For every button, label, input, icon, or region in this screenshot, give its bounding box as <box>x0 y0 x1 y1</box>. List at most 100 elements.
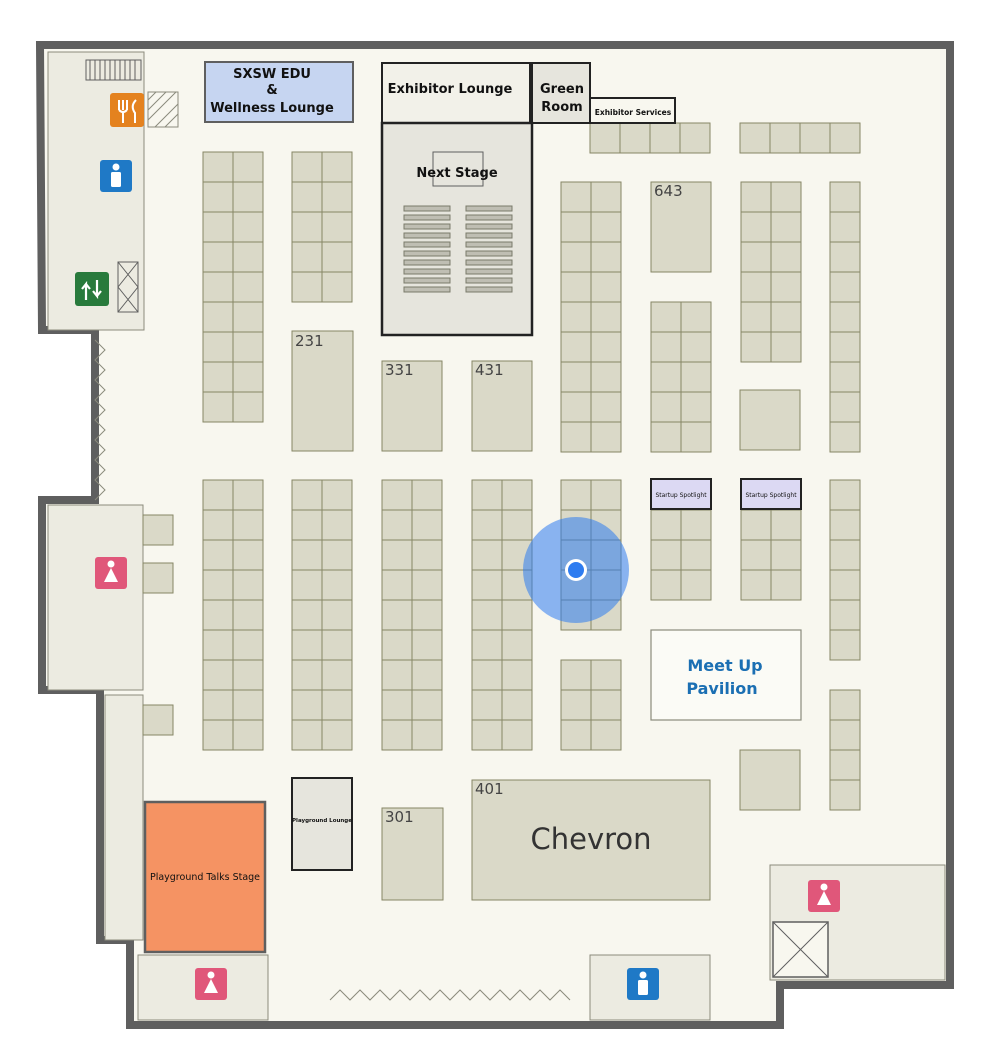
booth[interactable] <box>501 629 533 661</box>
booth[interactable] <box>590 211 622 243</box>
booth[interactable] <box>291 599 323 631</box>
side-booth[interactable] <box>142 704 174 736</box>
booth[interactable] <box>560 361 592 393</box>
booth[interactable] <box>321 479 353 511</box>
booth[interactable] <box>291 271 323 303</box>
booth[interactable] <box>769 122 801 154</box>
booth[interactable] <box>411 479 443 511</box>
booth[interactable] <box>411 509 443 541</box>
booth[interactable] <box>740 241 772 273</box>
booth[interactable] <box>411 539 443 571</box>
booth[interactable] <box>740 539 772 571</box>
booth[interactable] <box>232 151 264 183</box>
booth[interactable] <box>202 689 234 721</box>
booth[interactable] <box>291 569 323 601</box>
booth[interactable] <box>680 509 712 541</box>
booth[interactable] <box>232 539 264 571</box>
booth[interactable] <box>829 599 861 631</box>
booth[interactable] <box>202 539 234 571</box>
booth[interactable] <box>560 301 592 333</box>
booth[interactable] <box>829 479 861 511</box>
booth-401-chevron[interactable] <box>471 779 711 901</box>
booth[interactable] <box>411 629 443 661</box>
booth[interactable] <box>680 331 712 363</box>
booth[interactable] <box>739 122 771 154</box>
booth[interactable] <box>680 361 712 393</box>
booth[interactable] <box>291 151 323 183</box>
booth[interactable] <box>202 241 234 273</box>
booth[interactable] <box>560 689 592 721</box>
booth[interactable] <box>202 391 234 423</box>
booth[interactable] <box>232 181 264 213</box>
booth[interactable] <box>650 301 682 333</box>
booth[interactable] <box>202 719 234 751</box>
booth[interactable] <box>202 659 234 691</box>
booth[interactable] <box>321 629 353 661</box>
booth[interactable] <box>650 539 682 571</box>
booth[interactable] <box>829 749 861 781</box>
booth[interactable] <box>202 629 234 661</box>
booth[interactable] <box>770 181 802 213</box>
booth[interactable] <box>740 509 772 541</box>
booth[interactable] <box>560 271 592 303</box>
you-are-here-icon[interactable] <box>523 517 629 623</box>
booth[interactable] <box>829 539 861 571</box>
booth[interactable] <box>501 719 533 751</box>
booth[interactable] <box>590 479 622 511</box>
booth[interactable] <box>829 241 861 273</box>
booth[interactable] <box>381 689 413 721</box>
booth[interactable] <box>590 719 622 751</box>
booth[interactable] <box>411 569 443 601</box>
sxsw-edu-lounge[interactable] <box>204 61 354 123</box>
booth[interactable] <box>770 539 802 571</box>
booth[interactable] <box>471 719 503 751</box>
booth[interactable] <box>829 719 861 751</box>
booth[interactable] <box>829 421 861 453</box>
booth[interactable] <box>291 539 323 571</box>
booth[interactable] <box>381 659 413 691</box>
booth[interactable] <box>590 659 622 691</box>
booth[interactable] <box>740 301 772 333</box>
booth[interactable] <box>650 421 682 453</box>
booth[interactable] <box>232 689 264 721</box>
booth[interactable] <box>381 569 413 601</box>
booth[interactable] <box>232 509 264 541</box>
booth[interactable] <box>232 241 264 273</box>
booth-block[interactable] <box>739 389 801 451</box>
booth[interactable] <box>471 509 503 541</box>
booth[interactable] <box>321 509 353 541</box>
booth-231[interactable] <box>291 330 354 452</box>
booth[interactable] <box>560 479 592 511</box>
booth[interactable] <box>560 659 592 691</box>
booth[interactable] <box>590 361 622 393</box>
booth[interactable] <box>202 331 234 363</box>
booth[interactable] <box>232 719 264 751</box>
booth[interactable] <box>291 659 323 691</box>
booth[interactable] <box>829 211 861 243</box>
booth[interactable] <box>770 301 802 333</box>
booth[interactable] <box>321 241 353 273</box>
booth[interactable] <box>202 181 234 213</box>
booth[interactable] <box>232 331 264 363</box>
booth[interactable] <box>321 211 353 243</box>
booth[interactable] <box>202 599 234 631</box>
booth[interactable] <box>291 719 323 751</box>
booth[interactable] <box>381 599 413 631</box>
booth[interactable] <box>501 659 533 691</box>
booth[interactable] <box>619 122 651 154</box>
booth[interactable] <box>471 539 503 571</box>
booth[interactable] <box>202 211 234 243</box>
booth[interactable] <box>321 599 353 631</box>
booth[interactable] <box>590 271 622 303</box>
booth[interactable] <box>650 391 682 423</box>
booth[interactable] <box>590 241 622 273</box>
booth[interactable] <box>232 599 264 631</box>
booth[interactable] <box>202 271 234 303</box>
booth[interactable] <box>291 629 323 661</box>
booth[interactable] <box>829 391 861 423</box>
booth[interactable] <box>770 569 802 601</box>
booth[interactable] <box>381 479 413 511</box>
booth[interactable] <box>829 361 861 393</box>
booth[interactable] <box>232 361 264 393</box>
